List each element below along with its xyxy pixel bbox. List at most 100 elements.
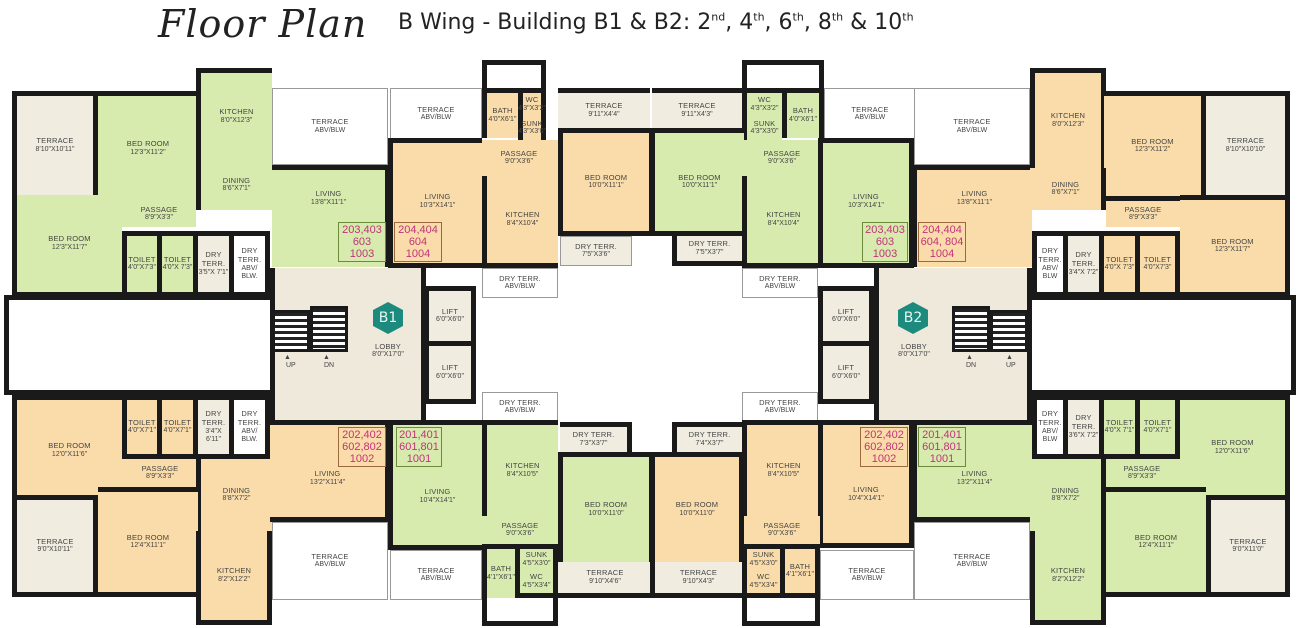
b2-up-arrow-icon: ▲ [1006, 354, 1013, 361]
title-subtitle: B Wing - Building B1 & B2: 2nd, 4th, 6th… [398, 10, 914, 35]
room-dry-terrace-abv: DRY TERR.ABV/BLW [482, 268, 558, 298]
subtitle-prefix: B Wing - Building B1 & B2: [398, 10, 691, 35]
b2-up-label: UP [1006, 362, 1016, 369]
floor-2: 2nd [697, 10, 726, 35]
b1-stairs-up [272, 310, 310, 352]
shaft [482, 598, 558, 626]
floor-10: 10th [874, 10, 914, 35]
b1-badge: B1 [373, 302, 403, 334]
b1-up-arrow-icon: ▲ [284, 354, 291, 361]
corridor-left [4, 295, 270, 395]
b2-dn-label: DN [966, 362, 977, 369]
floor-8: 8th [817, 10, 844, 35]
corridor-right [1032, 295, 1296, 395]
dry-terrace-abv: DRY TERR.ABV/BLW [742, 392, 818, 422]
b1-up-label: UP [286, 362, 296, 369]
room-dry-terrace: DRY TERR.3'5"X 7'1" [198, 231, 234, 297]
b2-stairs-up [990, 310, 1028, 352]
room-dry-terrace: DRY TERR.7'4"X3'7" [672, 422, 742, 452]
room-dry-terrace-abv: DRY TERR.ABV/ BLW. [234, 395, 270, 459]
title-script: Floor Plan [158, 2, 368, 46]
room-dry-terrace: DRY TERR.7'3"X3'7" [560, 422, 632, 452]
room-dry-terrace: DRY TERR.7'5"X3'6" [560, 236, 632, 266]
b2-down-arrow-icon: ▲ [966, 354, 973, 361]
room-dry-terrace-abv: DRY TERR.ABV/ BLW. [234, 231, 270, 297]
b1-stairs-down [310, 306, 348, 352]
b1-down-arrow-icon: ▲ [323, 354, 330, 361]
room-dry-terrace-abv: DRY TERR.ABV/BLW [742, 268, 818, 298]
room-dry-terrace: DRY TERR.3'4"X 6'11" [198, 395, 234, 459]
b2-badge: B2 [898, 302, 928, 334]
